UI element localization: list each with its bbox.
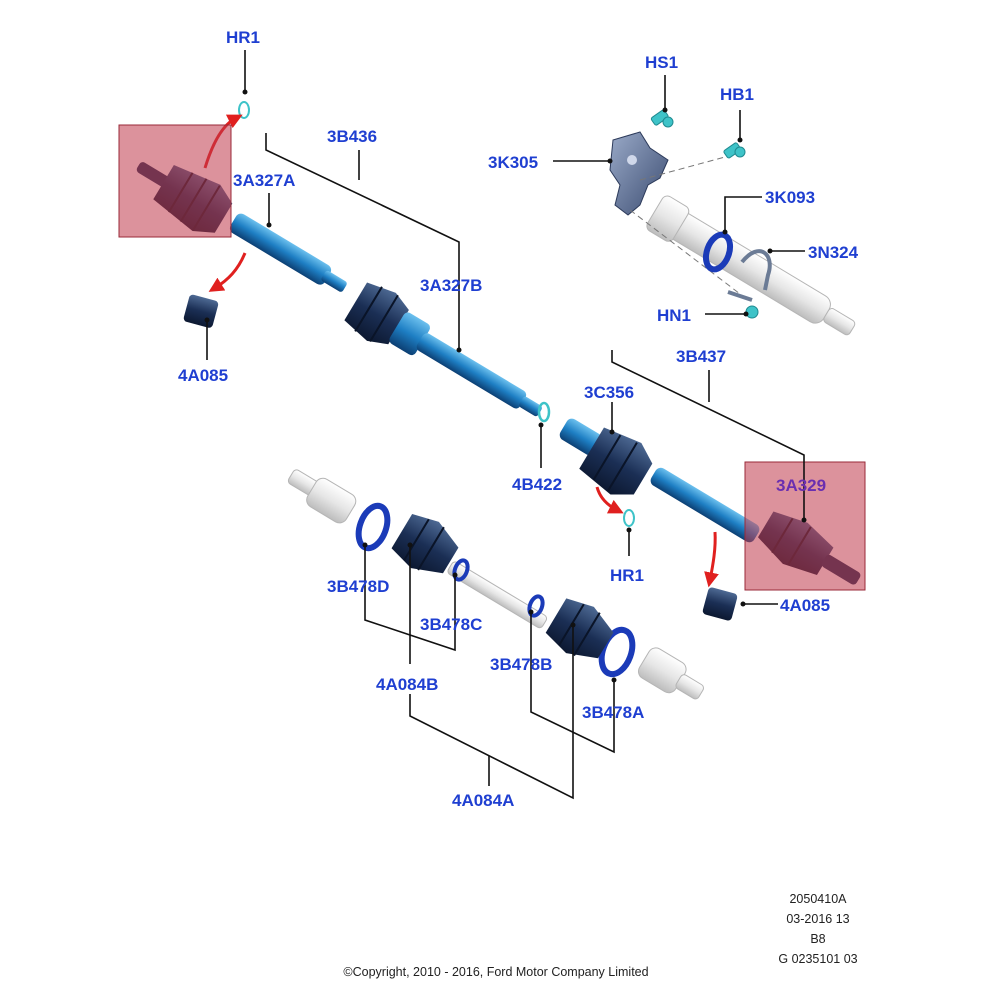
label-3a329: 3A329 xyxy=(776,476,826,495)
leader-lines xyxy=(204,50,807,800)
arrow-to-damper-left xyxy=(208,252,247,292)
label-3b437: 3B437 xyxy=(676,347,726,366)
clamp-3n324 xyxy=(740,249,772,291)
bracket-3k305 xyxy=(609,131,669,216)
boot-kit-ghost-parts xyxy=(287,469,704,700)
label-3k305: 3K305 xyxy=(488,153,538,172)
footer-ref-4: G 0235101 03 xyxy=(778,952,857,966)
bearing-ring-3k093 xyxy=(702,231,734,273)
label-4a084a: 4A084A xyxy=(452,791,514,810)
shaft-3b437 xyxy=(650,467,760,543)
footer-ref-3: B8 xyxy=(810,932,825,946)
footer-ref-2: 03-2016 13 xyxy=(786,912,849,926)
shaft-3a327a xyxy=(229,213,347,292)
circlip-hr1-bottom xyxy=(623,509,635,527)
label-hs1: HS1 xyxy=(645,53,678,72)
label-4a084b: 4A084B xyxy=(376,675,438,694)
label-4b422: 4B422 xyxy=(512,475,562,494)
label-3n324: 3N324 xyxy=(808,243,859,262)
inner-cv-joint-3c356 xyxy=(559,418,653,495)
boot-4a084a xyxy=(545,598,614,659)
label-3k093: 3K093 xyxy=(765,188,815,207)
label-hr1-bottom: HR1 xyxy=(610,566,644,585)
damper-4a085-right xyxy=(702,587,738,621)
label-3b478b: 3B478B xyxy=(490,655,552,674)
label-3b436: 3B436 xyxy=(327,127,377,146)
label-hr1-top: HR1 xyxy=(226,28,260,47)
arrow-to-damper-right xyxy=(704,531,719,588)
arrow-to-hr1-bottom xyxy=(595,486,624,514)
highlight-box-right xyxy=(744,461,866,591)
label-hn1: HN1 xyxy=(657,306,691,325)
inner-joint-3a327b xyxy=(344,282,542,417)
boot-4a084b xyxy=(391,513,459,574)
label-3b478d: 3B478D xyxy=(327,577,389,596)
seal-ring-3b478c xyxy=(452,558,470,582)
bolt-hs1 xyxy=(650,109,674,128)
footer-ref-1: 2050410A xyxy=(789,892,847,906)
label-3c356: 3C356 xyxy=(584,383,634,402)
clip-4b422 xyxy=(537,401,551,423)
highlight-box-left xyxy=(118,124,232,238)
label-4a085-right: 4A085 xyxy=(780,596,830,615)
seal-ring-3b478b xyxy=(527,594,545,618)
circlip-hr1-top xyxy=(238,101,250,119)
damper-4a085-left xyxy=(183,294,219,328)
label-4a085-left: 4A085 xyxy=(178,366,228,385)
label-3a327b: 3A327B xyxy=(420,276,482,295)
intermediate-shaft-ghost xyxy=(646,195,856,336)
label-3b478a: 3B478A xyxy=(582,703,644,722)
footer-copyright: ©Copyright, 2010 - 2016, Ford Motor Comp… xyxy=(343,965,648,979)
label-3a327a: 3A327A xyxy=(233,171,295,190)
label-hb1: HB1 xyxy=(720,85,754,104)
nut-hn1 xyxy=(745,305,759,319)
seal-ring-3b478d xyxy=(355,502,391,552)
bolt-hb1 xyxy=(723,142,746,159)
label-3b478c: 3B478C xyxy=(420,615,482,634)
